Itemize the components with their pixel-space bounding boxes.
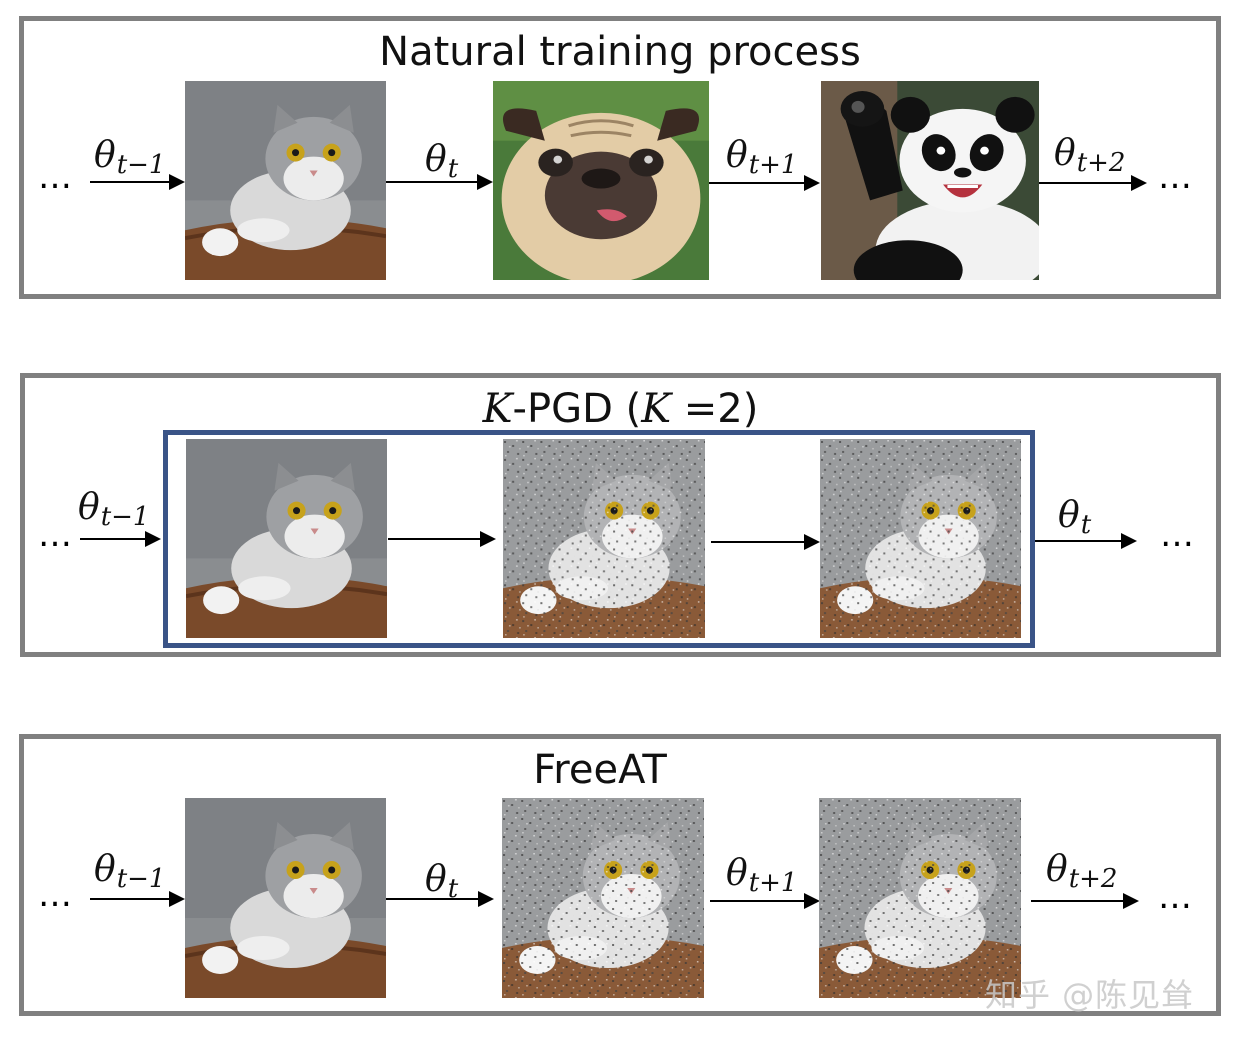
watermark-text: 知乎 @陈见耸 — [985, 976, 1195, 1014]
theta-t-minus-1-kpgd: θt−1 — [78, 487, 150, 532]
theta-t-plus-1-natural: θt+1 — [726, 135, 798, 180]
cat-image — [185, 798, 386, 998]
panda-image-natural — [821, 81, 1039, 280]
arrow-kpgd-2 — [388, 531, 496, 547]
arrow-kpgd-1 — [80, 531, 161, 547]
noisy-cat-image — [820, 439, 1021, 638]
noisy-cat-image-kpgd-2 — [820, 439, 1021, 638]
pug-image — [493, 81, 709, 280]
ellipsis-start-kpgd: … — [38, 515, 73, 555]
ellipsis-end-natural: … — [1158, 157, 1193, 197]
noisy-cat-image — [819, 798, 1021, 998]
arrow-natural-4 — [1039, 175, 1147, 191]
theta-t-minus-1-natural: θt−1 — [94, 135, 166, 180]
pug-image-natural — [493, 81, 709, 280]
noisy-cat-image-freeat-1 — [502, 798, 704, 998]
cat-image-kpgd — [186, 439, 387, 638]
arrow-natural-3 — [709, 175, 820, 191]
noisy-cat-image — [503, 439, 705, 638]
kpgd-title: K-PGD (K =2) — [25, 386, 1216, 432]
noisy-cat-image-kpgd-1 — [503, 439, 705, 638]
theta-t-plus-1-freeat: θt+1 — [726, 853, 798, 898]
theta-t-plus-2-natural: θt+2 — [1054, 133, 1126, 178]
cat-image-freeat — [185, 798, 386, 998]
arrow-natural-1 — [90, 174, 185, 190]
arrow-freeat-3 — [710, 893, 820, 909]
arrow-kpgd-4 — [1035, 533, 1137, 549]
cat-image — [186, 439, 387, 638]
arrow-natural-2 — [386, 174, 493, 190]
cat-image-natural — [185, 81, 386, 280]
arrow-freeat-4 — [1031, 893, 1139, 909]
cat-image — [185, 81, 386, 280]
natural-training-title: Natural training process — [379, 29, 861, 75]
kpgd-inner-iteration-box — [163, 430, 1035, 648]
ellipsis-end-freeat: … — [1158, 877, 1193, 917]
theta-t-natural: θt — [425, 139, 459, 184]
arrow-freeat-2 — [386, 891, 494, 907]
panda-image — [821, 81, 1039, 280]
ellipsis-start-natural: … — [38, 157, 73, 197]
freeat-title: FreeAT — [533, 747, 667, 793]
ellipsis-end-kpgd: … — [1160, 515, 1195, 555]
theta-t-freeat: θt — [425, 859, 459, 904]
kpgd-title-k2: K — [641, 386, 672, 432]
noisy-cat-image — [502, 798, 704, 998]
noisy-cat-image-freeat-2 — [819, 798, 1021, 998]
arrow-kpgd-3 — [711, 534, 820, 550]
theta-t-minus-1-freeat: θt−1 — [94, 849, 166, 894]
kpgd-title-k: K — [482, 386, 513, 432]
ellipsis-start-freeat: … — [38, 875, 73, 915]
theta-t-plus-2-freeat: θt+2 — [1046, 849, 1118, 894]
arrow-freeat-1 — [90, 891, 185, 907]
kpgd-title-end: =2) — [671, 386, 759, 432]
kpgd-title-mid: -PGD ( — [512, 386, 642, 432]
theta-t-kpgd: θt — [1058, 495, 1092, 540]
